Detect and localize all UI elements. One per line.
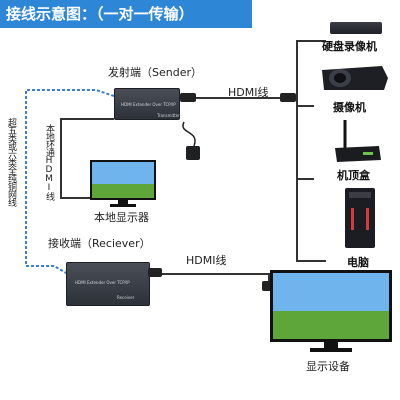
computer-icon	[343, 186, 377, 250]
local-loop-cable-bottom	[60, 197, 90, 199]
hdmi-cable-bottom-drop	[268, 273, 270, 283]
hdmi-cable-bottom	[150, 273, 270, 275]
sender-label: 发射端（Sender）	[108, 66, 202, 79]
receiver-front-text: HDMI Extender Over TCP/IP	[75, 280, 130, 285]
dvr-icon	[330, 22, 382, 34]
diagram-title: 接线示意图：（一对一传输）	[0, 0, 252, 28]
source-label-camera: 摄像机	[333, 101, 366, 114]
source-bracket-tick-3	[296, 178, 314, 180]
source-bracket-tick-2	[296, 105, 314, 107]
local-loop-label: 本地环通HDMI线	[44, 124, 54, 200]
source-bracket-line	[296, 40, 298, 260]
network-cable	[10, 80, 120, 280]
sender-side-text: Transmitter	[157, 113, 180, 118]
hdmi-cable-top-label: HDMI线	[228, 86, 269, 99]
source-label-dvr: 硬盘录像机	[322, 40, 377, 53]
local-monitor-label: 本地显示器	[94, 211, 149, 224]
sender-device: HDMI Extender Over TCP/IP Transmitter	[114, 88, 180, 120]
power-adapter-icon	[178, 120, 206, 164]
sender-front-text: HDMI Extender Over TCP/IP	[121, 102, 176, 107]
display-label: 显示设备	[306, 360, 350, 373]
hdmi-cable-bottom-label: HDMI线	[186, 254, 227, 267]
receiver-device: HDMI Extender Over TCP/IP Receiver	[66, 262, 150, 306]
hdmi-plug-top-right	[280, 93, 296, 102]
display-device	[270, 270, 392, 354]
receiver-label: 接收端（Reciever）	[48, 237, 151, 250]
source-label-stb: 机顶盒	[337, 169, 370, 182]
local-monitor	[90, 160, 156, 208]
source-bracket-top	[296, 40, 326, 42]
source-label-pc: 电脑	[347, 256, 369, 269]
source-bracket-bottom	[296, 260, 326, 262]
hdmi-plug-top-left	[180, 93, 196, 102]
set-top-box-icon	[333, 118, 383, 166]
network-cable-label: 超五类或六类全纯铜网线	[6, 118, 16, 206]
hdmi-plug-bottom-left	[148, 268, 162, 277]
local-loop-cable-top	[60, 118, 114, 120]
camera-icon	[318, 60, 390, 94]
receiver-side-text: Receiver	[117, 295, 135, 300]
local-loop-cable	[60, 118, 62, 198]
hdmi-plug-bottom-right	[262, 281, 274, 291]
hdmi-cable-top	[180, 97, 292, 99]
